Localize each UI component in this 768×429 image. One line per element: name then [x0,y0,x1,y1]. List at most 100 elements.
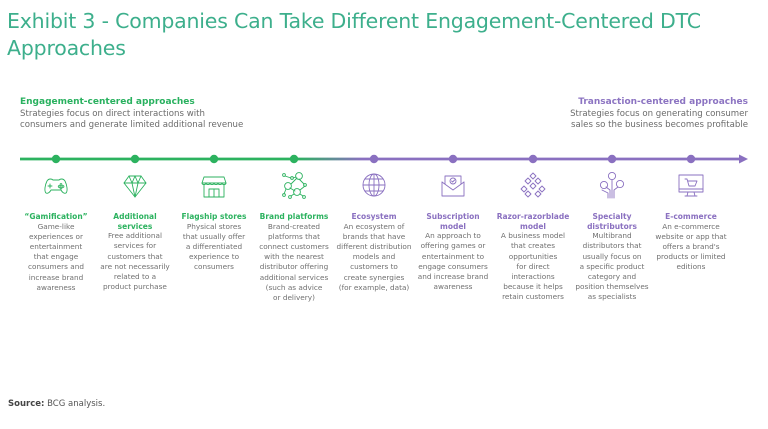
approach-desc-line: are not necessarily [100,261,170,271]
approach-desc-line: website or app that [655,231,727,241]
approach-desc-line: that usually offer [182,231,246,241]
timeline-dot [289,154,299,164]
approach-desc-line: for direct [516,261,550,271]
timeline-arrowhead [739,154,748,164]
timeline-dot [607,154,617,164]
approach-desc-line: a differentiated [185,242,243,251]
timeline-dot [528,154,538,164]
distribution-tree-icon [599,171,625,199]
approach-desc-line: related to a [113,272,157,281]
approach-desc-line: product purchase [103,282,167,292]
approach-name-line: services [117,221,153,231]
approach-name-line: Flagship stores [181,212,247,221]
approach-desc-line: An e-commerce [662,221,720,231]
approach-desc-line: brands that have [342,231,406,241]
approach-desc-line: An ecosystem of [343,221,405,231]
approach-desc-line: experience to [188,252,240,262]
engagement-group-header: Engagement-centered approaches Strategie… [20,97,243,131]
monitor-cart-icon [678,174,704,197]
engagement-heading: Engagement-centered approaches [20,97,195,107]
approach-desc-line: interactions [511,272,555,281]
approach-desc-line: (such as advice [265,282,323,292]
timeline-dot [130,154,140,164]
approach-name-line: Additional [113,212,157,221]
approach-name-line: distributors [587,221,637,231]
timeline-dot [369,154,379,164]
approach-desc-line: Multibrand [592,231,632,241]
timeline-dot [209,154,219,164]
approach-desc-line: distributors that [582,241,642,251]
approach-desc-line: connect customers [259,242,329,251]
approach-name-line: “Gamification” [24,212,88,221]
approach-desc-line: engage consumers [418,261,488,271]
approach-desc-line: models and [352,252,396,262]
approach-desc-line: because it helps [503,282,563,292]
approach-desc-line: with the nearest [264,252,324,262]
game-controller-icon [44,178,68,194]
timeline [20,154,748,164]
timeline-dot [51,154,61,164]
approach-desc-line: Free additional [107,231,163,241]
approach-desc-line: and increase brand [417,272,489,281]
approach-name-line: Specialty [592,212,632,221]
transaction-desc-line2: sales so the business becomes profitable [571,120,748,130]
approach-name-line: Brand platforms [259,212,329,221]
approach-desc-line: entertainment [29,242,83,251]
approach-name-line: Subscription [426,212,480,221]
approach-desc-line: experiences or [28,231,84,241]
approach-desc-line: offering games or [420,241,486,251]
approach-name-line: model [440,221,466,231]
approach-desc-line: awareness [36,282,76,292]
timeline-dot [686,154,696,164]
transaction-desc-line1: Strategies focus on generating consumer [570,109,748,119]
approach-name-line: model [520,221,546,231]
source-text: BCG analysis. [47,399,106,409]
approach-desc-line: create synergies [343,272,405,282]
approach-desc-line: that engage [33,252,79,262]
approach-desc-line: offers a brand's [662,242,720,251]
approach-desc-line: (for example, data) [338,282,410,292]
globe-icon [362,173,386,197]
transaction-group-header: Transaction-centered approaches Strategi… [570,97,748,131]
storefront-icon [201,176,227,198]
approach-desc-line: distributor offering [259,262,329,272]
approach-desc-line: entertainment to [421,251,485,261]
diamond-grid-icon [520,172,546,198]
approach-desc-line: customers to [350,262,398,272]
approach-desc-line: consumers and [28,262,84,272]
approach-desc-line: retain customers [502,292,564,302]
approach-name-line: Ecosystem [351,212,397,221]
approach-desc-line: that creates [510,241,556,251]
approach-desc-line: category and [587,272,637,281]
approach-desc-line: different distribution [336,242,412,251]
approach-desc-line: Brand-created [267,221,321,231]
approach-desc-line: editions [676,262,706,272]
envelope-check-icon [441,175,465,197]
engagement-desc-line2: consumers and generate limited additiona… [20,120,244,130]
approach-desc-line: Physical stores [186,221,242,231]
approach-desc-line: awareness [433,282,473,292]
approach-desc-line: platforms that [268,231,320,241]
network-people-icon [282,172,307,199]
exhibit-title: Exhibit 3 - Companies Can Take Different… [7,9,701,60]
transaction-heading: Transaction-centered approaches [578,97,748,107]
